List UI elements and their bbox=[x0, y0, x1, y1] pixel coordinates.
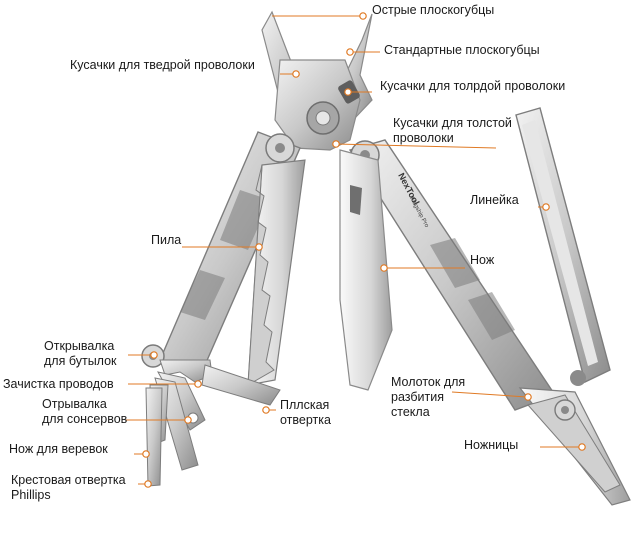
label-phillips-screwdriver: Крестовая отвертка Phillips bbox=[11, 473, 126, 502]
label-glass-breaker: Молоток для разбития стекла bbox=[391, 375, 466, 419]
label-thick-wire-cutter-1: Кусачки для толрдой проволоки bbox=[380, 79, 566, 93]
label-hard-wire-cutter: Кусачки для тведрой проволоки bbox=[70, 58, 255, 72]
label-rope-cutter: Нож для веревок bbox=[9, 442, 108, 456]
plier-jaws bbox=[261, 10, 373, 151]
label-saw: Пила bbox=[151, 233, 182, 247]
label-flat-screwdriver: Пллская отвертка bbox=[280, 398, 331, 427]
label-standard-pliers: Стандартные плоскогубцы bbox=[384, 43, 540, 57]
knife-blade bbox=[339, 149, 393, 391]
small-tools-fan bbox=[145, 359, 281, 487]
label-ruler: Линейка bbox=[470, 193, 519, 207]
label-bottle-opener: Открывалка для бутылок bbox=[44, 339, 117, 368]
label-scissors: Ножницы bbox=[464, 438, 519, 452]
leader-dots bbox=[142, 12, 586, 488]
saw-blade bbox=[247, 159, 306, 386]
label-knife: Нож bbox=[470, 253, 495, 267]
ruler-arm bbox=[515, 107, 611, 386]
label-can-opener: Отрывалка для сонсервов bbox=[42, 397, 128, 426]
label-wire-stripper: Зачистка проводов bbox=[3, 377, 114, 391]
label-thick-wire-cutter-2: Кусачки для толстой проволоки bbox=[393, 116, 512, 145]
label-needle-nose-pliers: Острые плоскогубцы bbox=[372, 3, 495, 17]
leader-lines bbox=[126, 15, 580, 485]
